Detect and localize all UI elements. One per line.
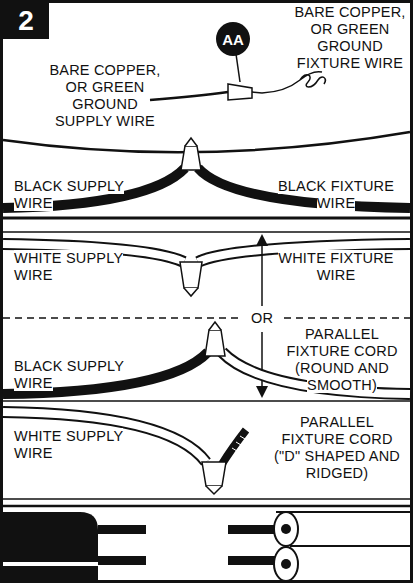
node-text: 2 bbox=[18, 5, 34, 37]
label-text: WHITE SUPPLY WIRE bbox=[14, 428, 123, 461]
wire-label: WHITE SUPPLY WIRE bbox=[14, 250, 144, 284]
label-text: PARALLEL FIXTURE CORD (ROUND AND SMOOTH) bbox=[286, 326, 397, 393]
wire-label: BLACK FIXTURE WIRE bbox=[268, 178, 404, 212]
label-text: BARE COPPER, OR GREEN GROUND SUPPLY WIRE bbox=[49, 62, 160, 129]
wire-label: PARALLEL FIXTURE CORD ("D" SHAPED AND RI… bbox=[268, 414, 406, 482]
wire-label: WHITE FIXTURE WIRE bbox=[268, 250, 404, 284]
wire-label: PARALLEL FIXTURE CORD (ROUND AND SMOOTH) bbox=[284, 326, 400, 394]
label-text: BLACK SUPPLY WIRE bbox=[14, 178, 124, 211]
callout-circle: AA bbox=[216, 22, 250, 56]
wire-label: BARE COPPER, OR GREEN GROUND FIXTURE WIR… bbox=[292, 4, 408, 72]
step-number: 2 bbox=[3, 3, 49, 39]
wire-label: BLACK SUPPLY WIRE bbox=[14, 178, 144, 212]
wire-label: OR bbox=[248, 310, 276, 327]
wire-label: WHITE SUPPLY WIRE bbox=[14, 428, 144, 462]
label-text: OR bbox=[251, 310, 273, 326]
label-text: BARE COPPER, OR GREEN GROUND FIXTURE WIR… bbox=[294, 4, 405, 71]
label-text: WHITE FIXTURE WIRE bbox=[278, 250, 393, 283]
label-text: BLACK SUPPLY WIRE bbox=[14, 358, 124, 391]
wire-label: BARE COPPER, OR GREEN GROUND SUPPLY WIRE bbox=[46, 62, 164, 130]
label-text: PARALLEL FIXTURE CORD ("D" SHAPED AND RI… bbox=[274, 414, 400, 481]
label-text: BLACK FIXTURE WIRE bbox=[278, 178, 394, 211]
node-text: AA bbox=[222, 31, 244, 48]
wire-label: BLACK SUPPLY WIRE bbox=[14, 358, 144, 392]
label-text: WHITE SUPPLY WIRE bbox=[14, 250, 123, 283]
